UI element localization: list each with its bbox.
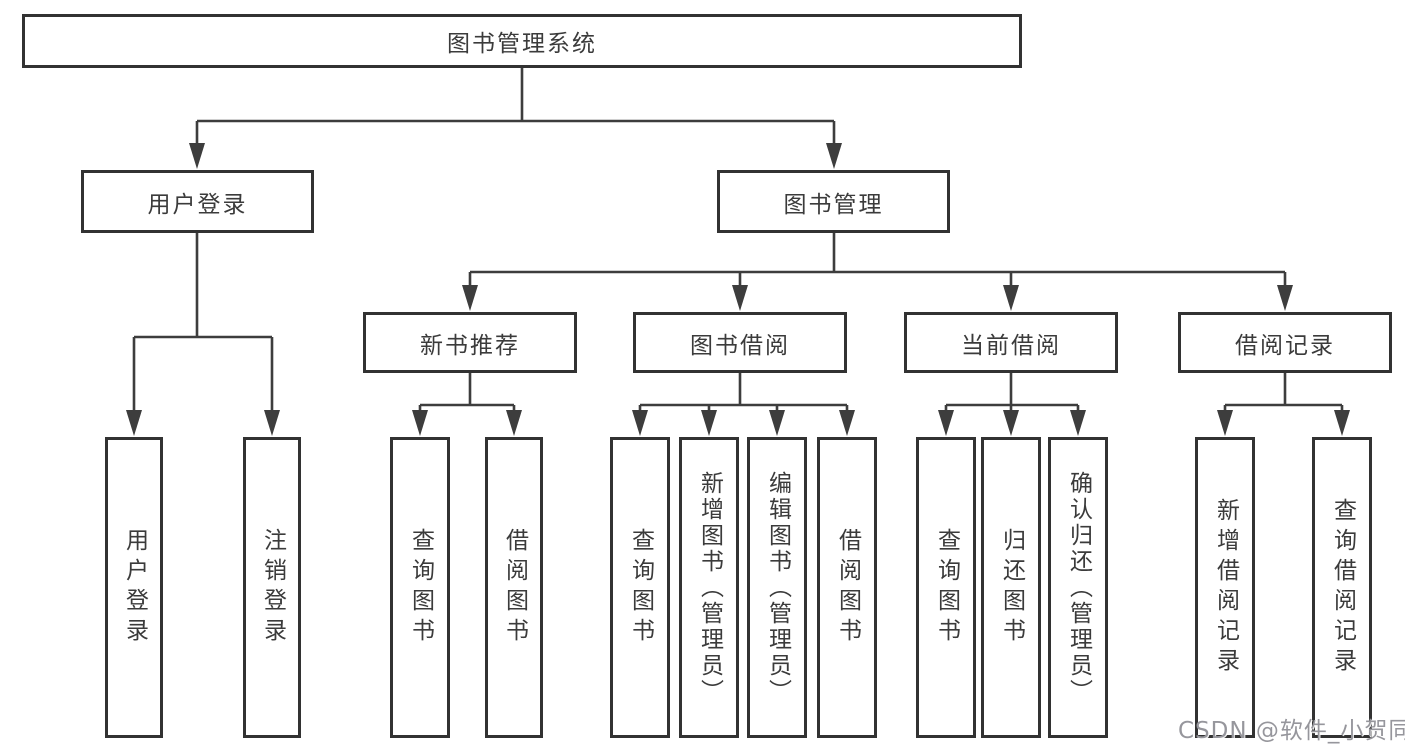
node-borrowing-query-books: 查询图书 [610,437,670,738]
node-records-query-borrow-record: 查询借阅记录 [1312,437,1372,738]
node-new-book-recommend: 新书推荐 [363,312,577,373]
node-user-login: 用户登录 [81,170,314,233]
node-current-query-books: 查询图书 [916,437,976,738]
node-records-add-borrow-record: 新增借阅记录 [1195,437,1255,738]
node-recommend-borrow-books: 借阅图书 [485,437,543,738]
node-borrowing-edit-book-admin: 编辑图书（管理员） [747,437,807,738]
node-current-confirm-return-admin: 确认归还（管理员） [1048,437,1108,738]
node-leaf-logout: 注销登录 [243,437,301,738]
node-borrowing-borrow-books: 借阅图书 [817,437,877,738]
node-recommend-query-books: 查询图书 [390,437,450,738]
node-borrow-records: 借阅记录 [1178,312,1392,373]
node-current-return-books: 归还图书 [981,437,1041,738]
node-library-management-system: 图书管理系统 [22,14,1022,68]
arrowheads [126,143,1350,436]
node-leaf-user-login: 用户登录 [105,437,163,738]
node-book-borrowing: 图书借阅 [633,312,847,373]
node-book-management: 图书管理 [717,170,950,233]
csdn-watermark: CSDN @软件_小贺同学 [1178,718,1405,744]
node-borrowing-add-book-admin: 新增图书（管理员） [679,437,739,738]
node-current-borrowing: 当前借阅 [904,312,1118,373]
tree-edges [132,68,1344,414]
